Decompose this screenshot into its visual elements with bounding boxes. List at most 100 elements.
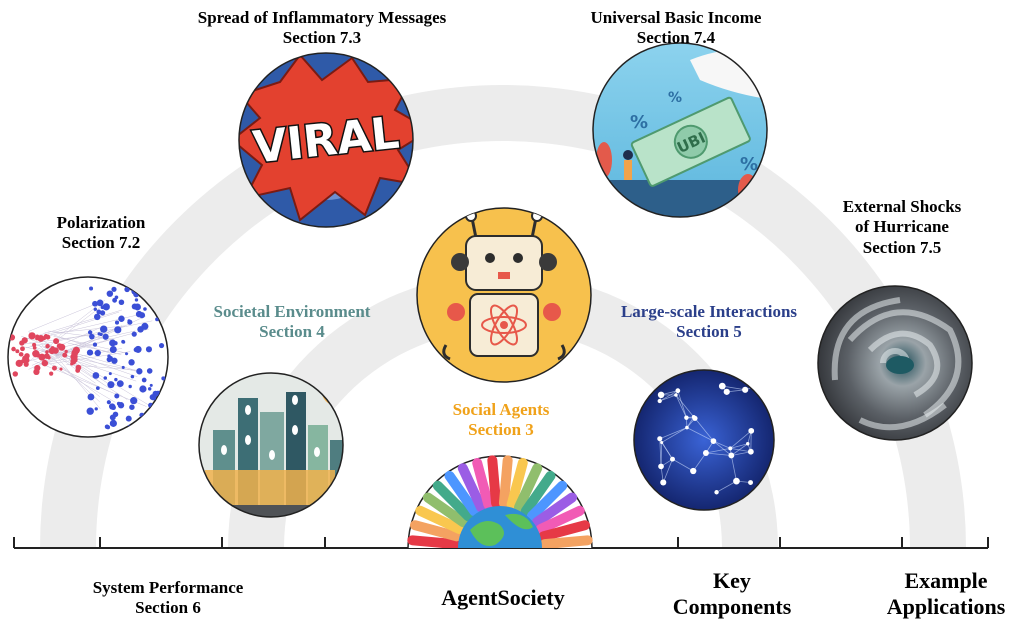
polarization-node bbox=[130, 374, 135, 379]
percent-text-1: % bbox=[630, 112, 648, 133]
network-node bbox=[748, 427, 755, 434]
polarization-edge bbox=[22, 346, 136, 372]
label-inflammatory: Spread of Inflammatory Messages Section … bbox=[198, 8, 447, 49]
polarization-node bbox=[134, 345, 142, 353]
network-node bbox=[660, 479, 667, 486]
interactions-network-image bbox=[633, 369, 775, 511]
polarization-node bbox=[146, 368, 153, 374]
polarization-node bbox=[93, 307, 97, 311]
polarization-edge bbox=[21, 335, 138, 377]
polarization-node bbox=[75, 364, 82, 371]
globe-ray bbox=[457, 463, 486, 513]
polarization-node bbox=[134, 427, 142, 436]
label-ubi: Universal Basic Income Section 7.4 bbox=[591, 8, 762, 49]
network-edge bbox=[675, 394, 687, 418]
example-applications-line2: Applications bbox=[886, 594, 1006, 620]
polarization-title: Polarization bbox=[56, 213, 146, 232]
polarization-node bbox=[87, 393, 95, 401]
network-node bbox=[714, 490, 719, 495]
network-edge bbox=[730, 447, 751, 453]
network-edge bbox=[659, 427, 688, 440]
viral-image: VIRAL bbox=[238, 52, 414, 228]
polarization-node bbox=[94, 407, 98, 411]
polarization-node bbox=[127, 319, 133, 325]
polarization-node bbox=[112, 411, 119, 418]
network-edge bbox=[660, 442, 663, 467]
polarization-node bbox=[28, 332, 36, 340]
polarization-node bbox=[37, 334, 45, 342]
globe-ray bbox=[498, 455, 513, 509]
polarization-node bbox=[145, 346, 153, 353]
polarization-node bbox=[136, 368, 143, 375]
polarization-node bbox=[125, 415, 132, 422]
globe-ray bbox=[514, 463, 543, 513]
hurricane-image bbox=[817, 285, 973, 441]
polarization-node bbox=[161, 376, 166, 381]
globe-ray bbox=[531, 492, 578, 528]
globe-ray bbox=[472, 457, 494, 510]
globe-ray bbox=[538, 520, 591, 542]
network-edge bbox=[694, 418, 714, 442]
label-agents: Social Agents Section 3 bbox=[453, 400, 550, 441]
polarization-node bbox=[96, 299, 104, 307]
polarization-node bbox=[44, 353, 50, 359]
polarization-section: Section 7.2 bbox=[61, 233, 141, 253]
ubi-section: Section 7.4 bbox=[636, 28, 716, 48]
polarization-node bbox=[45, 334, 51, 340]
polarization-node bbox=[141, 322, 149, 330]
polarization-node bbox=[45, 350, 49, 354]
polarization-node bbox=[99, 332, 103, 337]
polarization-node bbox=[147, 422, 152, 427]
network-node bbox=[670, 456, 675, 462]
polarization-node bbox=[147, 387, 152, 391]
polarization-node bbox=[11, 346, 16, 352]
polarization-node bbox=[108, 356, 113, 361]
environment-section: Section 4 bbox=[259, 322, 325, 342]
label-example-applications: Example Applications bbox=[887, 568, 1006, 621]
polarization-node bbox=[143, 307, 147, 311]
polarization-node bbox=[114, 377, 118, 382]
polarization-node bbox=[89, 286, 94, 291]
polarization-node bbox=[107, 381, 115, 389]
performance-section: Section 6 bbox=[135, 598, 201, 618]
inflammatory-section: Section 7.3 bbox=[282, 28, 362, 48]
polarization-node bbox=[45, 343, 50, 349]
polarization-node bbox=[64, 349, 68, 354]
polarization-node bbox=[109, 346, 117, 354]
polarization-node bbox=[128, 359, 135, 366]
polarization-node bbox=[148, 429, 156, 436]
network-node bbox=[657, 398, 662, 404]
polarization-node bbox=[116, 380, 124, 388]
polarization-node bbox=[15, 349, 20, 354]
polarization-node bbox=[99, 310, 106, 316]
polarization-node bbox=[21, 337, 28, 344]
globe-ray bbox=[422, 492, 469, 528]
agentsociety-title: AgentSociety bbox=[441, 585, 565, 610]
polarization-node bbox=[112, 297, 118, 303]
network-edge bbox=[661, 442, 673, 460]
network-node bbox=[657, 436, 663, 442]
network-node bbox=[742, 386, 749, 393]
polarization-node bbox=[50, 346, 55, 351]
polarization-node bbox=[152, 390, 159, 397]
percent-text-2: % bbox=[740, 154, 758, 175]
globe-ray bbox=[535, 505, 585, 534]
polarization-node bbox=[121, 365, 125, 369]
polarization-node bbox=[118, 299, 125, 306]
key-components-line1: Key bbox=[713, 568, 751, 593]
globe-ray bbox=[487, 455, 502, 509]
inflammatory-title: Spread of Inflammatory Messages bbox=[197, 8, 447, 27]
globe-ray bbox=[432, 480, 474, 522]
polarization-node bbox=[53, 338, 60, 345]
polarization-node bbox=[124, 286, 130, 293]
polarization-node bbox=[12, 371, 19, 377]
network-edge bbox=[677, 390, 687, 418]
agents-section: Section 3 bbox=[468, 420, 534, 440]
polarization-node bbox=[71, 349, 79, 357]
polarization-node bbox=[141, 377, 147, 383]
globe-ray bbox=[444, 470, 480, 517]
polarization-node bbox=[49, 371, 54, 376]
label-interactions: Large-scale Interactions Section 5 bbox=[621, 302, 797, 343]
hurricane-title-line1: External Shocks bbox=[842, 197, 962, 216]
